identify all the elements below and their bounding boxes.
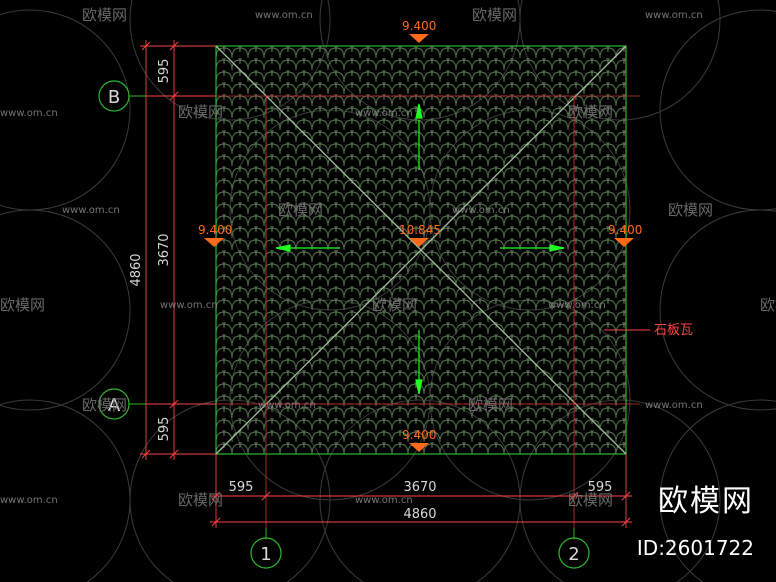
hip-lines bbox=[215, 45, 627, 455]
elevation-marker-left bbox=[204, 238, 224, 247]
watermark-site: www.om.cn bbox=[258, 400, 316, 411]
elevation-marker-right bbox=[614, 238, 634, 247]
dim-bottom-mid: 3670 bbox=[403, 480, 436, 495]
watermark-brand: 欧模网 bbox=[468, 396, 513, 414]
watermark-brand: 欧模网 bbox=[568, 103, 613, 121]
axis-label-1: 1 bbox=[260, 544, 271, 565]
dim-left-total: 4860 bbox=[129, 253, 144, 286]
dim-bottom-right: 595 bbox=[588, 480, 613, 495]
watermark-brands: 欧模网 欧模网 欧模网 欧模网 欧模网 欧模网 欧模网 欧模网 欧模网 欧模网 … bbox=[0, 6, 776, 509]
elevation-label-center: 10.845 bbox=[399, 223, 441, 237]
watermark-brand: 欧模网 bbox=[372, 296, 417, 314]
elevation-marker-bottom bbox=[409, 443, 429, 452]
elevation-label-bottom: 9.400 bbox=[402, 428, 436, 442]
watermarks: www.om.cn www.om.cn www.om.cn www.om.cn … bbox=[0, 10, 703, 506]
watermark-brand: 欧模网 bbox=[568, 491, 613, 509]
elevation-marker-center bbox=[409, 238, 429, 247]
axis-label-2: 2 bbox=[568, 544, 579, 565]
watermark-brand: 欧模网 bbox=[82, 396, 127, 414]
watermark-site: www.om.cn bbox=[645, 400, 703, 411]
watermark-brand: 欧模网 bbox=[278, 201, 323, 219]
watermark-brand: 欧模网 bbox=[178, 103, 223, 121]
left-dimension-chain bbox=[140, 40, 216, 460]
watermark-brand: 欧模网 bbox=[178, 491, 223, 509]
watermark-site: www.om.cn bbox=[452, 205, 510, 216]
dim-left-mid: 3670 bbox=[157, 233, 172, 266]
dim-left-bottom: 595 bbox=[157, 417, 172, 442]
material-label: 石板瓦 bbox=[654, 323, 693, 338]
watermark-site: www.om.cn bbox=[62, 205, 120, 216]
elevation-label-top: 9.400 bbox=[402, 19, 436, 33]
watermark-site: www.om.cn bbox=[0, 108, 58, 119]
elevation-marker-top bbox=[409, 34, 429, 43]
bottom-dimension-chain bbox=[210, 454, 632, 528]
watermark-site: www.om.cn bbox=[355, 108, 413, 119]
watermark-brand: 欧模网 bbox=[760, 296, 776, 314]
watermark-site: www.om.cn bbox=[645, 10, 703, 21]
elevation-label-right: 9.400 bbox=[608, 223, 642, 237]
watermark-brand: 欧模网 bbox=[472, 6, 517, 24]
watermark-brand: 欧模网 bbox=[82, 6, 127, 24]
watermark-site: www.om.cn bbox=[255, 10, 313, 21]
watermark-brand: 欧模网 bbox=[668, 201, 713, 219]
watermark-brand: 欧模网 bbox=[0, 296, 45, 314]
elevation-label-left: 9.400 bbox=[198, 223, 232, 237]
slope-arrows bbox=[275, 103, 565, 395]
axis-label-b: B bbox=[108, 87, 120, 108]
brand-id-text: ID:2601722 bbox=[636, 536, 754, 560]
watermark-site: www.om.cn bbox=[160, 300, 218, 311]
dim-left-top: 595 bbox=[157, 59, 172, 84]
elevation-markers: 9.400 9.400 10.845 9.400 9.400 bbox=[198, 19, 642, 452]
dim-bottom-left: 595 bbox=[229, 480, 254, 495]
axis-label-a: A bbox=[108, 395, 121, 416]
watermark-site: www.om.cn bbox=[0, 495, 58, 506]
watermark-site: www.om.cn bbox=[548, 300, 606, 311]
roof-outline bbox=[215, 45, 627, 455]
brand-logo-text: 欧模网 bbox=[658, 484, 754, 519]
watermark-site: www.om.cn bbox=[355, 495, 413, 506]
dim-bottom-total: 4860 bbox=[403, 507, 436, 522]
